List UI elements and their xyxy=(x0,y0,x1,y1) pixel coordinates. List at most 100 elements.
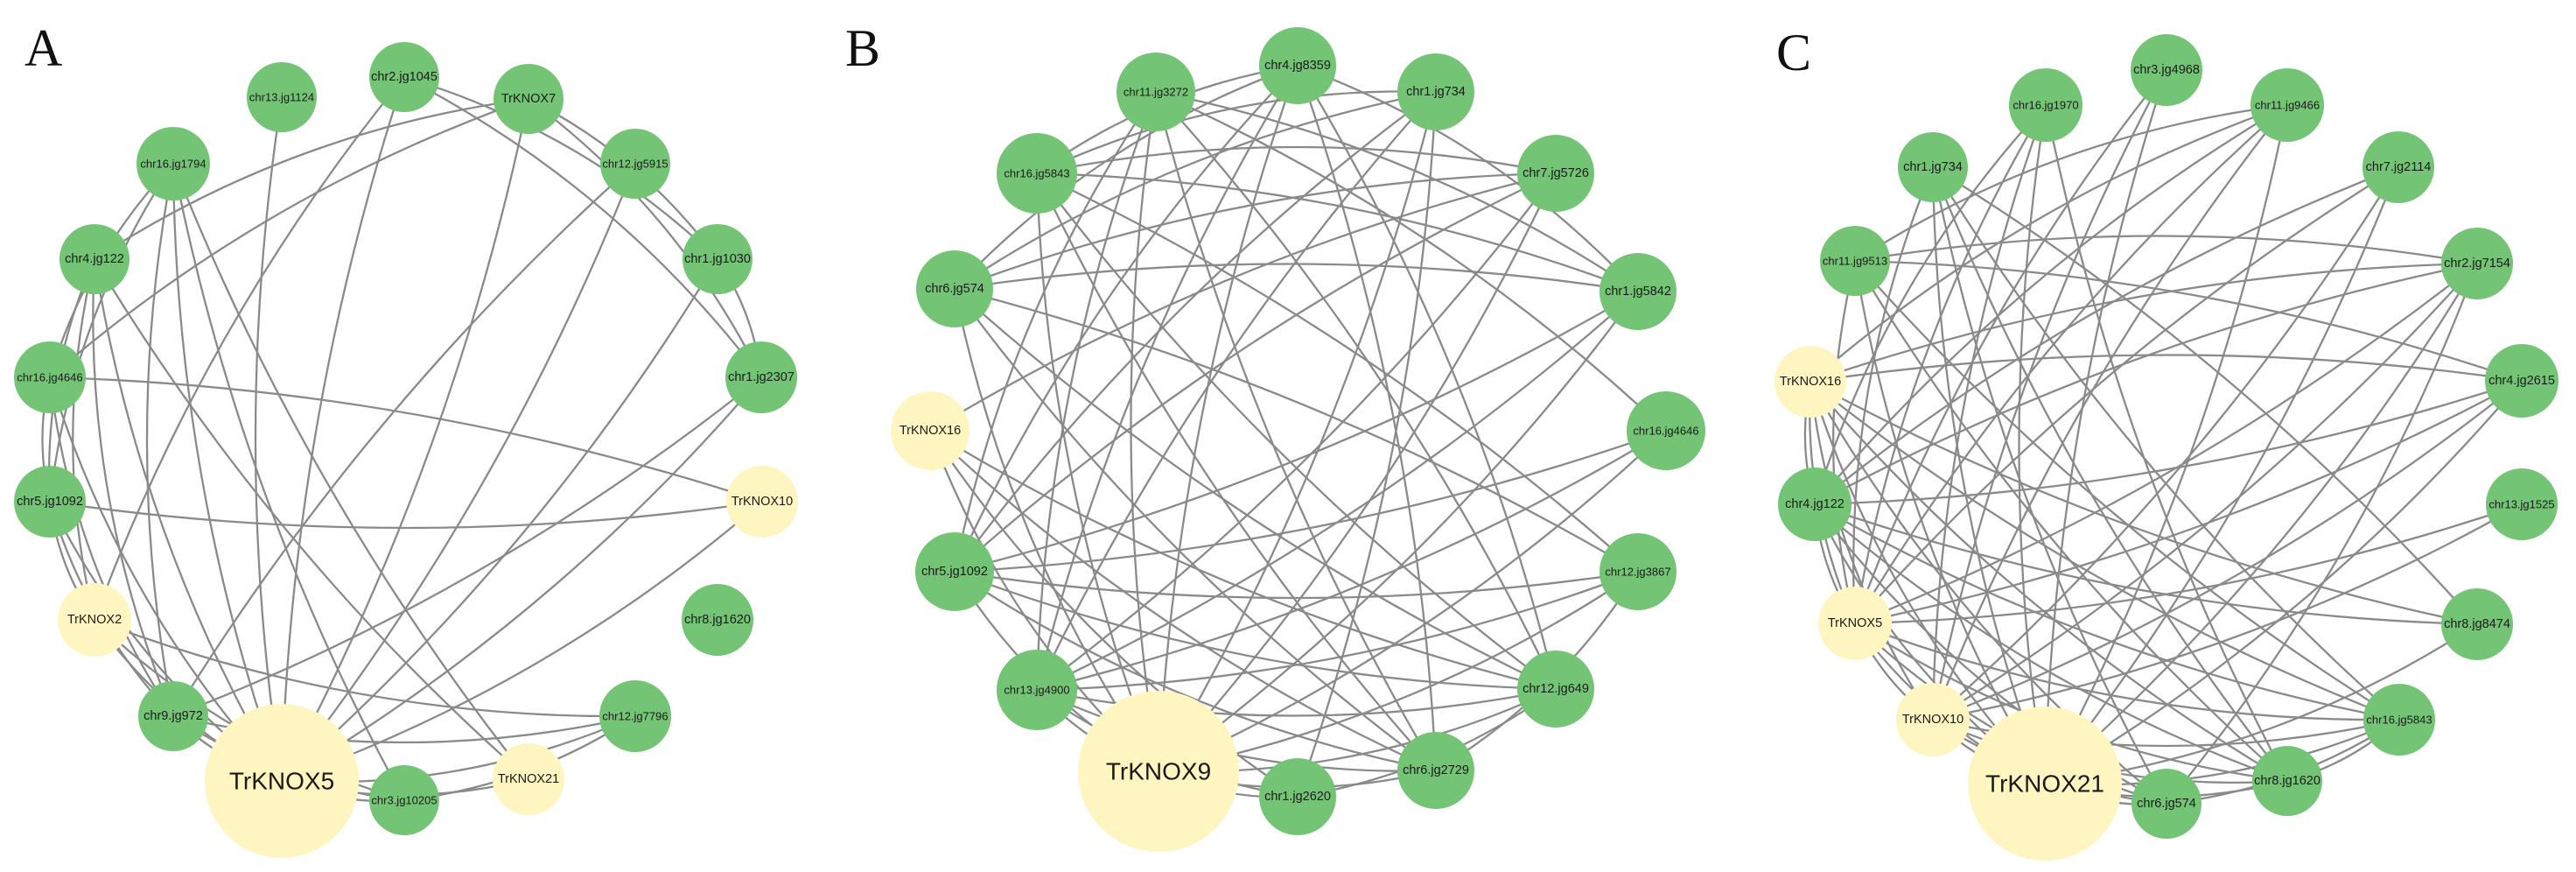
node-chr1-jg2307[interactable]: chr1.jg2307 xyxy=(725,341,797,413)
edge-chr1-jg734-chr8-jg8474 xyxy=(1932,166,2478,625)
node-circle xyxy=(2441,228,2513,299)
node-chr3-jg10205[interactable]: chr3.jg10205 xyxy=(369,765,439,835)
edge-chr4-jg2615-trknox5 xyxy=(1854,379,2523,625)
node-chr16-jg5843[interactable]: chr16.jg5843 xyxy=(997,133,1077,214)
node-chr16-jg4646[interactable]: chr16.jg4646 xyxy=(1627,391,1705,470)
node-label: TrKNOX16 xyxy=(1780,375,1841,389)
node-trknox10[interactable]: TrKNOX10 xyxy=(1896,683,1970,756)
node-circle xyxy=(205,704,359,858)
node-chr5-jg1092[interactable]: chr5.jg1092 xyxy=(915,532,994,611)
panel-label-b: B xyxy=(845,19,880,77)
edge-chr11-jg9466-trknox16 xyxy=(1810,103,2288,383)
node-chr4-jg122[interactable]: chr4.jg122 xyxy=(1778,468,1852,541)
edge-chr16-jg4646-chr13-jg4900 xyxy=(1036,430,1667,692)
node-chr12-jg5915[interactable]: chr12.jg5915 xyxy=(600,129,670,199)
node-chr11-jg9466[interactable]: chr11.jg9466 xyxy=(2250,68,2324,142)
node-chr1-jg2620[interactable]: chr1.jg2620 xyxy=(1259,758,1336,835)
edge-chr16-jg1794-trknox21 xyxy=(172,163,529,780)
edge-chr11-jg9513-trknox5 xyxy=(1832,260,1857,624)
node-label: chr8.jg8474 xyxy=(2444,617,2510,631)
node-chr6-jg574[interactable]: chr6.jg574 xyxy=(916,250,993,327)
node-circle xyxy=(58,583,131,657)
node-circle xyxy=(2009,68,2082,142)
node-circle xyxy=(915,532,994,611)
node-trknox2[interactable]: TrKNOX2 xyxy=(58,583,131,657)
node-label: chr5.jg1092 xyxy=(921,565,988,579)
edge-chr2-jg7154-trknox16 xyxy=(1810,262,2478,383)
node-chr1-jg1030[interactable]: chr1.jg1030 xyxy=(682,224,752,294)
node-chr13-jg1525[interactable]: chr13.jg1525 xyxy=(2486,468,2558,540)
edge-chr16-jg4646-trknox10 xyxy=(49,376,763,503)
node-chr3-jg4968[interactable]: chr3.jg4968 xyxy=(2131,34,2202,106)
hub-node-trknox21[interactable]: TrKNOX21 xyxy=(1968,707,2122,861)
node-chr2-jg7154[interactable]: chr2.jg7154 xyxy=(2441,228,2513,299)
node-chr6-jg2729[interactable]: chr6.jg2729 xyxy=(1397,732,1474,809)
node-circle xyxy=(369,42,439,112)
node-chr16-jg5843[interactable]: chr16.jg5843 xyxy=(2363,684,2435,756)
node-trknox21[interactable]: TrKNOX21 xyxy=(493,743,564,815)
edge-trknox7-chr16-jg4646 xyxy=(49,97,529,378)
hub-node-trknox5[interactable]: TrKNOX5 xyxy=(205,704,359,858)
node-chr8-jg1620[interactable]: chr8.jg1620 xyxy=(682,584,753,656)
hub-node-trknox9[interactable]: TrKNOX9 xyxy=(1078,691,1239,852)
edge-chr13-jg1525-trknox10 xyxy=(1932,503,2523,721)
node-trknox5[interactable]: TrKNOX5 xyxy=(1818,587,1892,660)
node-chr1-jg734[interactable]: chr1.jg734 xyxy=(1397,53,1474,130)
node-chr5-jg1092[interactable]: chr5.jg1092 xyxy=(14,466,86,538)
node-chr12-jg7796[interactable]: chr12.jg7796 xyxy=(599,680,671,752)
node-chr8-jg8474[interactable]: chr8.jg8474 xyxy=(2441,588,2513,660)
node-label: chr12.jg649 xyxy=(1522,682,1589,696)
node-label: chr8.jg1620 xyxy=(684,613,751,627)
node-circle xyxy=(1078,691,1239,852)
node-circle xyxy=(1517,650,1594,728)
node-chr16-jg4646[interactable]: chr16.jg4646 xyxy=(14,341,86,413)
node-chr12-jg3867[interactable]: chr12.jg3867 xyxy=(1600,533,1676,610)
edge-trknox7-chr4-jg122 xyxy=(94,97,529,260)
edge-chr4-jg122-trknox21 xyxy=(94,258,529,780)
edge-chr1-jg734-chr13-jg4900 xyxy=(1035,91,1437,691)
node-trknox16[interactable]: TrKNOX16 xyxy=(891,391,970,470)
node-chr8-jg1620[interactable]: chr8.jg1620 xyxy=(2252,746,2322,816)
node-label: chr1.jg734 xyxy=(1903,160,1963,174)
edge-trknox21-chr4-jg2615 xyxy=(2044,380,2523,784)
edge-chr2-jg7154-chr4-jg122 xyxy=(1814,262,2478,506)
node-chr7-jg2114[interactable]: chr7.jg2114 xyxy=(2362,131,2434,203)
node-chr1-jg5842[interactable]: chr1.jg5842 xyxy=(1600,253,1676,330)
node-circle xyxy=(2252,746,2322,816)
node-trknox10[interactable]: TrKNOX10 xyxy=(726,466,798,538)
network-panel-a: ATrKNOX5chr13.jg1124chr2.jg1045TrKNOX7ch… xyxy=(14,19,798,858)
edge-trknox5-chr13-jg1124 xyxy=(254,96,284,782)
node-chr2-jg1045[interactable]: chr2.jg1045 xyxy=(369,42,439,112)
node-circle xyxy=(1774,346,1846,418)
node-label: chr1.jg2307 xyxy=(728,370,794,384)
node-trknox7[interactable]: TrKNOX7 xyxy=(494,64,564,134)
edge-chr16-jg4646-chr9-jg972 xyxy=(48,376,174,717)
node-trknox16[interactable]: TrKNOX16 xyxy=(1774,346,1846,418)
node-chr16-jg1970[interactable]: chr16.jg1970 xyxy=(2009,68,2082,142)
node-chr11-jg3272[interactable]: chr11.jg3272 xyxy=(1116,53,1195,131)
node-chr11-jg9513[interactable]: chr11.jg9513 xyxy=(1820,226,1890,296)
node-chr13-jg1124[interactable]: chr13.jg1124 xyxy=(247,62,317,132)
node-chr16-jg1794[interactable]: chr16.jg1794 xyxy=(136,127,210,200)
edge-chr1-jg734-chr5-jg1092 xyxy=(954,91,1437,573)
node-chr4-jg2615[interactable]: chr4.jg2615 xyxy=(2485,344,2558,418)
node-circle xyxy=(1600,533,1676,610)
node-chr6-jg574[interactable]: chr6.jg574 xyxy=(2132,769,2202,839)
edge-chr4-jg2615-chr4-jg122 xyxy=(1814,379,2523,506)
node-chr1-jg734[interactable]: chr1.jg734 xyxy=(1898,132,1968,202)
node-chr12-jg649[interactable]: chr12.jg649 xyxy=(1517,650,1594,728)
node-label: chr1.jg734 xyxy=(1406,85,1466,99)
node-chr9-jg972[interactable]: chr9.jg972 xyxy=(138,681,208,751)
node-chr13-jg4900[interactable]: chr13.jg4900 xyxy=(997,650,1077,730)
node-circle xyxy=(494,64,564,134)
edge-trknox16-chr12-jg649 xyxy=(929,430,1557,691)
node-label: TrKNOX21 xyxy=(1985,770,2104,798)
node-chr4-jg122[interactable]: chr4.jg122 xyxy=(60,224,130,294)
edge-chr16-jg1970-chr4-jg122 xyxy=(1813,104,2047,505)
edge-chr6-jg574-chr1-jg5842 xyxy=(954,263,1639,293)
node-chr7-jg5726[interactable]: chr7.jg5726 xyxy=(1517,135,1594,212)
edge-trknox21-chr2-jg7154 xyxy=(2044,263,2478,784)
edge-chr4-jg122-trknox2 xyxy=(72,258,96,621)
node-label: chr16.jg5843 xyxy=(2366,714,2432,727)
node-chr4-jg8359[interactable]: chr4.jg8359 xyxy=(1259,27,1336,104)
